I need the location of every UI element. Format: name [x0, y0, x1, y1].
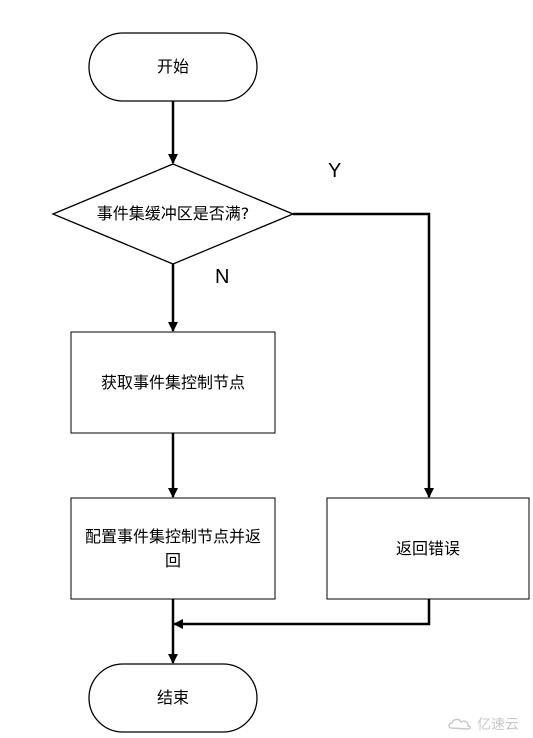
edge-label-no: N	[215, 266, 230, 288]
end-terminal	[88, 663, 258, 733]
cloud-logo-icon	[448, 718, 471, 730]
process-get-node	[70, 331, 276, 434]
process-config-node	[70, 497, 276, 600]
edge-label-yes: Y	[328, 160, 342, 182]
get-node-label: 获取事件集控制节点	[100, 372, 245, 392]
decision-label: 事件集缓冲区是否满?	[96, 204, 250, 223]
watermark: 亿速云	[447, 714, 519, 734]
watermark-text: 亿速云	[477, 717, 519, 733]
arrow-error-merge	[173, 599, 431, 629]
return-error-label: 返回错误	[395, 538, 460, 558]
start-label: 开始	[156, 57, 189, 76]
end-label: 结束	[156, 688, 189, 707]
arrow-decision-yes	[293, 212, 434, 498]
process-return-error	[326, 497, 530, 600]
config-node-label: 配置事件集控制节点并返回	[84, 526, 261, 570]
